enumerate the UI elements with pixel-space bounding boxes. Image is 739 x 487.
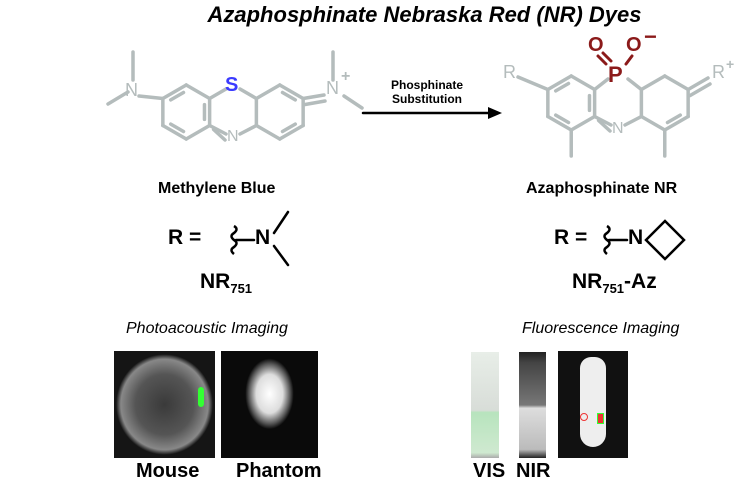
double-bond <box>280 90 298 102</box>
methylene-blue-label: Methylene Blue <box>158 180 276 197</box>
figure-title: Azaphosphinate Nebraska Red (NR) Dyes <box>207 2 642 27</box>
nir-vial-image <box>519 352 546 458</box>
bond <box>592 77 610 92</box>
ring-bond <box>184 123 212 141</box>
ring-bond <box>278 123 305 141</box>
arrow-label-line1: Phosphinate <box>390 78 463 92</box>
double-bond <box>553 81 571 93</box>
phosphorus-atom: P <box>608 62 623 87</box>
amine-nitrogen: N <box>125 80 138 100</box>
ring-bond <box>161 83 188 101</box>
bond <box>207 123 228 136</box>
ring-bond <box>639 114 667 132</box>
r-definition-right: R = <box>554 226 588 249</box>
wavy-bond-icon <box>603 224 611 255</box>
r-group-right: R <box>712 62 725 82</box>
bond <box>516 75 550 92</box>
dye-name: NR <box>200 270 231 293</box>
mouse-photoacoustic-image <box>114 351 215 458</box>
bond <box>688 82 712 98</box>
ring-bond <box>663 114 690 132</box>
ring-nitrogen: N <box>612 120 624 137</box>
bond <box>272 244 290 267</box>
nir-caption: NIR <box>516 460 551 482</box>
r-nitrogen-left: N <box>255 226 271 249</box>
dye-name-nr751-az: NR751-Az <box>572 270 657 296</box>
ring-bond <box>569 114 597 132</box>
ring-bond <box>639 74 667 92</box>
oxygen-atom: O <box>588 34 604 56</box>
bond <box>303 99 327 107</box>
bond <box>272 210 290 235</box>
ring-bond <box>184 83 212 101</box>
ring-bond <box>546 114 573 132</box>
azaphosphinate-nr-label: Azaphosphinate NR <box>526 180 678 197</box>
bond <box>137 94 165 101</box>
double-bond <box>596 118 612 133</box>
bond <box>342 94 364 110</box>
bond <box>686 76 710 92</box>
azetidine-ring <box>644 219 686 261</box>
ring-bond <box>278 83 305 101</box>
positive-charge: + <box>341 68 351 85</box>
ring-bond <box>161 123 188 141</box>
dye-name-nr751: NR751 <box>200 270 252 296</box>
oxygen-anion: O <box>626 34 642 56</box>
vis-vial-image <box>471 352 499 458</box>
dye-name: NR <box>572 270 603 293</box>
wavy-bond-icon <box>230 224 238 255</box>
bond <box>626 77 644 92</box>
arrow-label-line2: Substitution <box>392 92 462 106</box>
p-o-bond <box>624 54 634 66</box>
vis-caption: VIS <box>473 460 506 482</box>
dye-subscript: 751 <box>602 281 625 297</box>
ring-bond <box>254 83 282 101</box>
p-o-double-bond <box>601 51 613 63</box>
double-bond <box>665 113 683 125</box>
r-definition-left: R = <box>168 226 202 249</box>
double-bond <box>168 122 186 134</box>
arrow-label: Phosphinate Substitution <box>372 78 482 106</box>
dye-suffix: -Az <box>624 270 657 293</box>
positive-charge: + <box>726 56 735 72</box>
photoacoustic-heading: Photoacoustic Imaging <box>126 320 288 337</box>
double-bond <box>211 127 227 142</box>
mouse-caption: Mouse <box>136 460 200 482</box>
bond <box>106 90 130 106</box>
ring-bond <box>663 74 690 92</box>
r-nitrogen-right: N <box>628 226 644 249</box>
iminium-nitrogen: N <box>326 78 339 98</box>
phantom-photoacoustic-image <box>221 351 318 458</box>
p-o-double-bond <box>596 54 608 66</box>
negative-charge: − <box>644 24 657 49</box>
double-bond <box>553 113 571 125</box>
ring-bond <box>569 74 597 92</box>
double-bond <box>280 122 298 134</box>
fluorescence-heading: Fluorescence Imaging <box>522 320 680 337</box>
ring-bond <box>546 74 573 92</box>
bond <box>238 87 259 101</box>
bond <box>623 114 644 127</box>
double-bond <box>168 90 186 102</box>
r-group-left: R <box>503 62 516 82</box>
bond <box>238 123 259 136</box>
bond <box>301 93 326 101</box>
sulfur-atom: S <box>225 74 239 96</box>
mouse-fluorescence-image <box>558 351 628 458</box>
bond <box>207 87 228 101</box>
phantom-caption: Phantom <box>236 460 322 482</box>
arrow-head <box>488 107 502 119</box>
dye-subscript: 751 <box>230 281 253 297</box>
ring-bond <box>254 123 282 141</box>
bond <box>592 114 613 127</box>
ring-nitrogen: N <box>227 128 239 145</box>
